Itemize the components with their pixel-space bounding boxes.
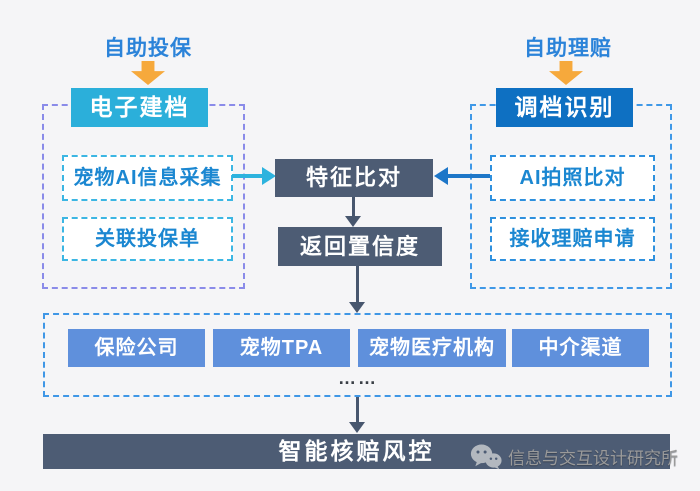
feature-compare-box: 特征比对 (275, 159, 433, 197)
down-arrow-icon (549, 61, 583, 85)
insurance-company-box: 保险公司 (68, 329, 205, 367)
ai-photo-compare-box: AI拍照比对 (490, 155, 655, 201)
watermark: 信息与交互设计研究所 (470, 443, 678, 470)
watermark-text: 信息与交互设计研究所 (508, 449, 678, 468)
pet-ai-collection-box: 宠物AI信息采集 (62, 155, 233, 201)
self-claim-label: 自助理赔 (524, 37, 612, 60)
ellipsis-more-channels: …… (338, 368, 378, 388)
left-arrow-icon (448, 174, 490, 178)
down-arrowhead-icon (345, 216, 361, 227)
right-arrowhead-icon (262, 167, 276, 185)
receive-claim-box: 接收理赔申请 (490, 217, 655, 261)
down-arrowhead-icon (349, 422, 365, 433)
pet-medical-box: 宠物医疗机构 (358, 329, 506, 367)
risk-control-bar: 智能核赔风控 (43, 434, 670, 469)
agency-channel-box: 中介渠道 (512, 329, 649, 367)
left-arrowhead-icon (434, 167, 448, 185)
wechat-icon (470, 443, 502, 470)
right-arrow-icon (232, 174, 262, 178)
down-connector-icon (352, 197, 355, 217)
file-retrieval-box: 调档识别 (496, 88, 633, 127)
link-policy-box: 关联投保单 (62, 217, 233, 261)
self-insure-label: 自助投保 (104, 37, 192, 60)
channels-container (43, 313, 672, 397)
return-confidence-box: 返回置信度 (278, 227, 442, 266)
pet-tpa-box: 宠物TPA (213, 329, 350, 367)
down-arrow-icon (131, 61, 165, 85)
down-connector-icon (356, 266, 359, 303)
electronic-filing-box: 电子建档 (71, 88, 208, 127)
down-arrowhead-icon (349, 302, 365, 313)
down-connector-icon (356, 397, 359, 423)
